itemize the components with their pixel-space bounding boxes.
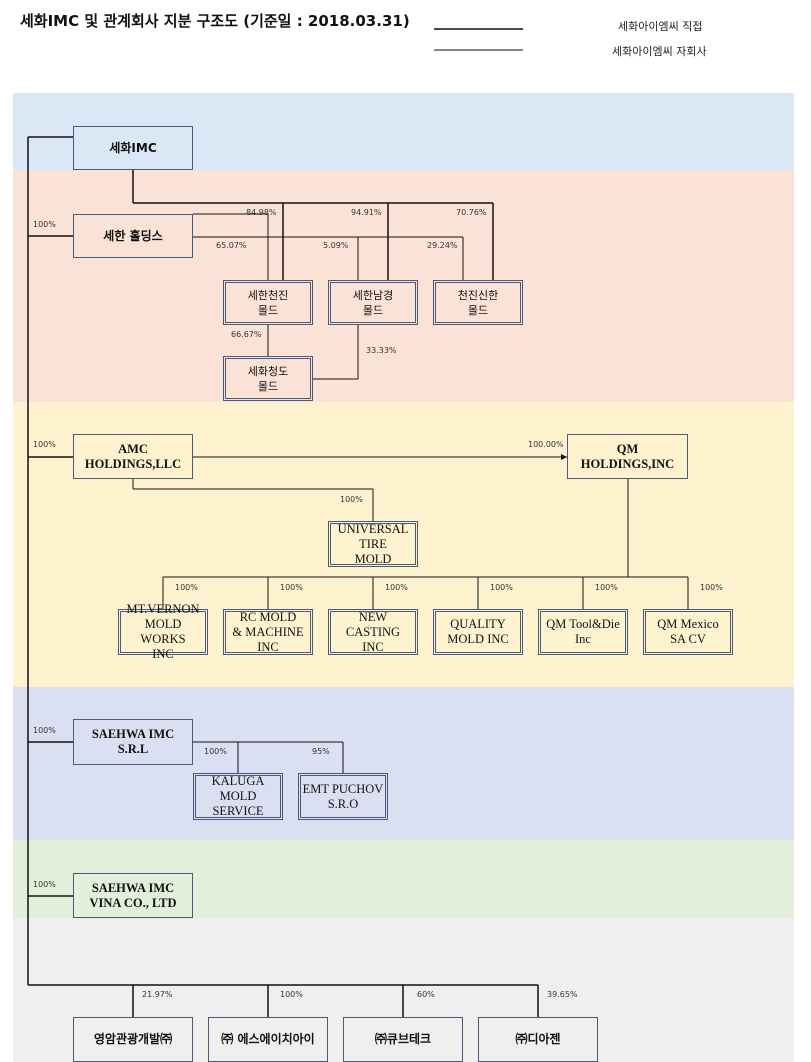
pct-new-casting: 100% [385,583,408,592]
pct-emt: 95% [312,747,330,756]
pct-cheongdo-cheonjin: 66.67% [231,330,262,339]
box-cheonjin-sinhan: 천진신한 몰드 [433,280,523,325]
box-qm-tool-die: QM Tool&Die Inc [538,609,628,655]
pct-quality: 100% [490,583,513,592]
pct-cubtech: 60% [417,990,435,999]
legend-subsidiary-label: 세화아이엠씨 자회사 [612,45,707,58]
band-vietnam [13,840,794,918]
pct-srl: 100% [33,726,56,735]
pct-vina: 100% [33,880,56,889]
box-sehan-namgyeong: 세한남경 몰드 [328,280,418,325]
box-sehan-holdings: 세한 홀딩스 [73,214,193,258]
pct-qm-mexico: 100% [700,583,723,592]
box-esh: ㈜ 에스에이치아이 [208,1017,328,1062]
pct-rc-mold: 100% [280,583,303,592]
box-rc-mold: RC MOLD & MACHINE INC [223,609,313,655]
box-diagen: ㈜디아젠 [478,1017,598,1062]
box-amc-holdings: AMC HOLDINGS,LLC [73,434,193,479]
pct-amc: 100% [33,440,56,449]
box-qm-holdings: QM HOLDINGS,INC [567,434,688,479]
pct-sinhan-holdings: 29.24% [427,241,458,250]
box-cubtech: ㈜큐브테크 [343,1017,463,1062]
band-americas [13,402,794,687]
pct-cheonjin-direct: 84.98% [246,208,277,217]
box-qm-mexico: QM Mexico SA CV [643,609,733,655]
box-quality-mold: QUALITY MOLD INC [433,609,523,655]
box-mt-vernon: MT.VERNON MOLD WORKS INC [118,602,208,661]
band-parent [13,93,794,170]
pct-cheonjin-holdings: 65.07% [216,241,247,250]
box-emt-puchov: EMT PUCHOV S.R.O [298,773,388,820]
pct-sinhan-direct: 70.76% [456,208,487,217]
pct-namgyeong-holdings: 5.09% [323,241,349,250]
pct-qm: 100.00% [528,440,564,449]
pct-holdings: 100% [33,220,56,229]
box-sehwa-cheongdo: 세화청도 몰드 [223,356,313,401]
pct-qm-tool: 100% [595,583,618,592]
box-kaluga: KALUGA MOLD SERVICE [193,773,283,820]
box-saehwa-srl: SAEHWA IMC S.R.L [73,719,193,765]
pct-kaluga: 100% [204,747,227,756]
page-title: 세화IMC 및 관계회사 지분 구조도 (기준일 : 2018.03.31) [20,12,410,30]
pct-yeongam: 21.97% [142,990,173,999]
legend-direct-label: 세화아이엠씨 직접 [618,20,703,33]
pct-mt-vernon: 100% [175,583,198,592]
box-sehan-cheonjin: 세한천진 몰드 [223,280,313,325]
band-korea-china [13,170,794,402]
pct-namgyeong-direct: 94.91% [351,208,382,217]
box-universal-tire-mold: UNIVERSAL TIRE MOLD [328,521,418,567]
box-sehwa-imc: 세화IMC [73,126,193,170]
pct-esh: 100% [280,990,303,999]
pct-universal: 100% [340,495,363,504]
box-yeongam: 영암관광개발㈜ [73,1017,193,1062]
pct-cheongdo-namgyeong: 33.33% [366,346,397,355]
box-new-casting: NEW CASTING INC [328,609,418,655]
band-europe [13,687,794,840]
pct-diagen: 39.65% [547,990,578,999]
box-saehwa-vina: SAEHWA IMC VINA CO., LTD [73,873,193,918]
arrow-head-qm [561,454,567,460]
